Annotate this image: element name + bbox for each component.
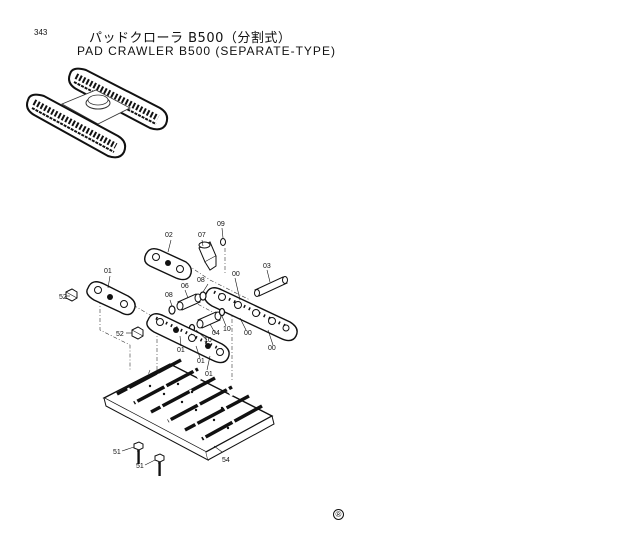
link-01-middle: [146, 313, 230, 364]
pin-03: [254, 276, 288, 297]
callout-52: 52: [116, 331, 124, 338]
front-track: [26, 93, 127, 159]
link-01-left: [86, 281, 136, 316]
link-00: [204, 287, 298, 342]
callout-00: 00: [268, 345, 276, 352]
callout-08: 08: [165, 292, 173, 299]
nut-52-left: [65, 288, 78, 302]
callout-06: 06: [181, 283, 189, 290]
washer-08-lower: [168, 305, 176, 315]
callout-10: 10: [223, 326, 231, 333]
track-frame: [61, 89, 131, 125]
callout-leaders: [66, 227, 274, 466]
title-japanese: パッドクローラ B500（分割式）: [89, 31, 292, 46]
crawler-overview-illustration: [26, 67, 169, 159]
callout-08: 08: [197, 277, 205, 284]
callout-54: 54: [222, 457, 230, 464]
washer-09: [220, 238, 226, 246]
callout-51: 51: [136, 463, 144, 470]
washer-10-upper: [218, 307, 226, 317]
callout-09: 09: [217, 221, 225, 228]
bolt-51-lower: [154, 453, 165, 476]
callout-51: 51: [113, 449, 121, 456]
callout-02: 02: [165, 232, 173, 239]
washer-08-upper: [199, 291, 207, 301]
title-english: PAD CRAWLER B500 (SEPARATE-TYPE): [77, 44, 336, 58]
callout-01: 01: [104, 268, 112, 275]
callout-10: 10: [204, 337, 212, 344]
link-02: [143, 247, 193, 281]
track-pad-54: [102, 358, 275, 461]
callout-00: 00: [244, 330, 252, 337]
callout-01: 01: [197, 358, 205, 365]
callout-07: 07: [198, 232, 206, 239]
bushing-04: [196, 311, 222, 329]
callout-52: 52: [59, 294, 67, 301]
callout-01: 01: [177, 347, 185, 354]
pin-07: [198, 241, 217, 271]
footer-mark: ®: [333, 509, 344, 520]
bolt-51-upper: [133, 441, 144, 464]
nut-52-middle: [131, 326, 144, 340]
bushing-06: [176, 293, 202, 311]
callout-00: 00: [232, 271, 240, 278]
callout-03: 03: [263, 263, 271, 270]
callout-04: 04: [212, 330, 220, 337]
page-number: 343: [34, 28, 48, 37]
callout-01: 01: [205, 371, 213, 378]
